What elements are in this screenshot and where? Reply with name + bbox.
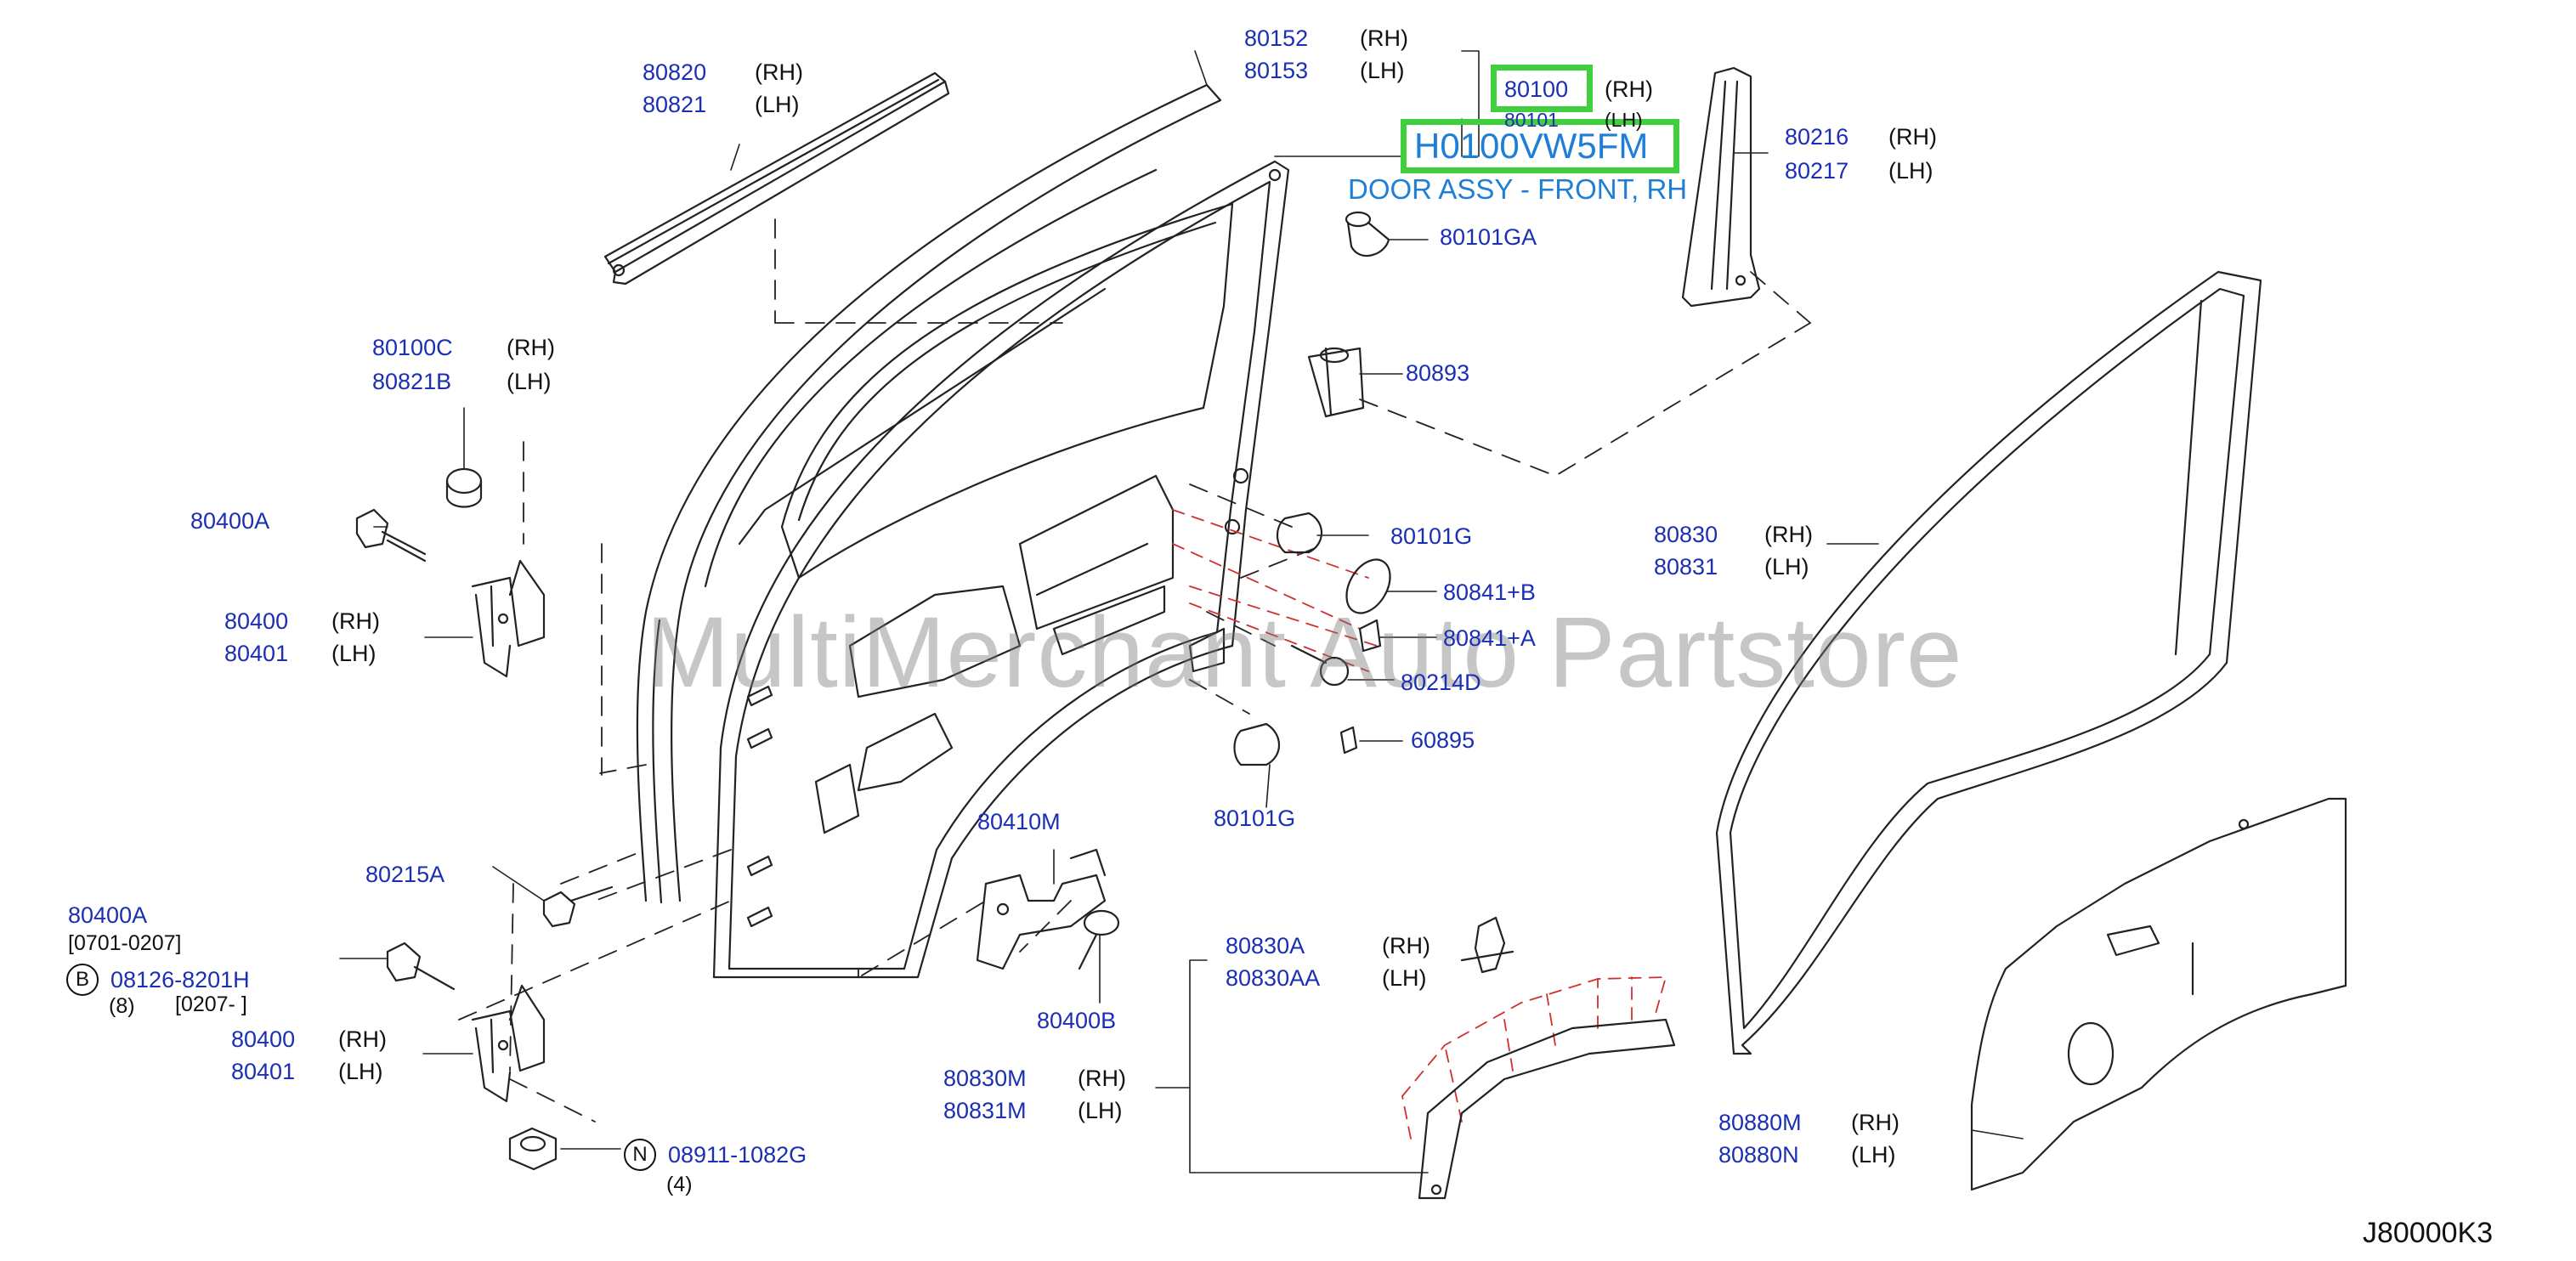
plug-80101G-a bbox=[1276, 512, 1322, 554]
part-80830A[interactable]: 80830A bbox=[1226, 933, 1305, 958]
part-80401-upper[interactable]: 80401 bbox=[224, 641, 289, 666]
part-80841A[interactable]: 80841+A bbox=[1443, 625, 1536, 651]
nut-08911 bbox=[508, 1127, 558, 1171]
door-trim-panel-part bbox=[1970, 797, 2347, 1191]
part-80831[interactable]: 80831 bbox=[1654, 554, 1718, 580]
part-80400B[interactable]: 80400B bbox=[1037, 1008, 1117, 1033]
part-80152[interactable]: 80152 bbox=[1244, 25, 1309, 51]
side-80400-lower: (RH) bbox=[338, 1026, 387, 1052]
check-link-part bbox=[976, 848, 1107, 970]
clip-80101GA-part bbox=[1345, 211, 1390, 257]
part-80880N[interactable]: 80880N bbox=[1718, 1142, 1799, 1168]
side-80831M: (LH) bbox=[1078, 1098, 1123, 1123]
side-80821: (LH) bbox=[755, 92, 800, 117]
side-80217: (LH) bbox=[1888, 158, 1933, 184]
part-80101G-b[interactable]: 80101G bbox=[1214, 806, 1296, 831]
side-80401-lower: (LH) bbox=[338, 1059, 383, 1084]
part-80214D[interactable]: 80214D bbox=[1401, 670, 1481, 695]
diagram-code: J80000K3 bbox=[2363, 1217, 2494, 1249]
bracket-80893-part bbox=[1307, 347, 1365, 418]
part-80101GA[interactable]: 80101GA bbox=[1440, 224, 1537, 250]
side-80216: (RH) bbox=[1888, 124, 1937, 150]
side-80100: (RH) bbox=[1605, 76, 1653, 102]
side-80830M: (RH) bbox=[1078, 1066, 1126, 1091]
side-80830AA: (LH) bbox=[1382, 965, 1427, 991]
part-80101[interactable]: 80101 bbox=[1504, 109, 1559, 131]
part-80830AA[interactable]: 80830AA bbox=[1226, 965, 1321, 991]
part-80216[interactable]: 80216 bbox=[1785, 124, 1849, 150]
part-80100[interactable]: 80100 bbox=[1504, 76, 1569, 102]
callout-N: N bbox=[624, 1139, 656, 1171]
part-80215A[interactable]: 80215A bbox=[365, 862, 445, 887]
side-80821B: (LH) bbox=[507, 369, 552, 394]
part-80400-upper[interactable]: 80400 bbox=[224, 608, 289, 634]
part-80400A-lower[interactable]: 80400A bbox=[68, 902, 148, 928]
side-80401-upper: (LH) bbox=[331, 641, 376, 666]
part-80100C[interactable]: 80100C bbox=[372, 335, 453, 360]
clip-60895 bbox=[1339, 726, 1358, 755]
part-80831M[interactable]: 80831M bbox=[943, 1098, 1027, 1123]
side-80880M: (RH) bbox=[1851, 1110, 1899, 1135]
hinge-upper-part bbox=[471, 559, 546, 678]
part-80821[interactable]: 80821 bbox=[643, 92, 707, 117]
screw-80214D bbox=[1290, 644, 1350, 687]
part-08911[interactable]: 08911-1082G bbox=[668, 1142, 807, 1168]
part-80820[interactable]: 80820 bbox=[643, 59, 707, 85]
part-80400A-upper[interactable]: 80400A bbox=[190, 508, 270, 534]
part-80821B[interactable]: 80821B bbox=[372, 369, 452, 394]
part-80101G-a[interactable]: 80101G bbox=[1390, 523, 1473, 549]
side-80101: (LH) bbox=[1605, 109, 1643, 131]
side-80820: (RH) bbox=[755, 59, 803, 85]
part-60895[interactable]: 60895 bbox=[1411, 727, 1475, 753]
bolt-80400B bbox=[1078, 909, 1120, 970]
bolt-80400A-upper bbox=[355, 508, 427, 563]
seal-80841A bbox=[1358, 619, 1382, 653]
part-80880M[interactable]: 80880M bbox=[1718, 1110, 1802, 1135]
side-80831: (LH) bbox=[1764, 554, 1809, 580]
side-80400-upper: (RH) bbox=[331, 608, 380, 634]
plug-80101G-b bbox=[1233, 722, 1280, 766]
side-80152: (RH) bbox=[1360, 25, 1408, 51]
highlight-box-part-code bbox=[1401, 119, 1679, 173]
qty-08126: (8) bbox=[109, 994, 135, 1018]
part-80830[interactable]: 80830 bbox=[1654, 522, 1718, 547]
side-80880N: (LH) bbox=[1851, 1142, 1896, 1168]
callout-B: B bbox=[66, 964, 99, 996]
part-80401-lower[interactable]: 80401 bbox=[231, 1059, 296, 1084]
qty-08911: (4) bbox=[666, 1173, 693, 1196]
part-80841B[interactable]: 80841+B bbox=[1443, 580, 1536, 605]
highlighted-part-code[interactable]: H0100VW5FM bbox=[1414, 126, 1649, 166]
window-run-upper-part bbox=[603, 71, 950, 286]
seal-80841B bbox=[1345, 558, 1391, 614]
part-80830M[interactable]: 80830M bbox=[943, 1066, 1027, 1091]
part-80893[interactable]: 80893 bbox=[1406, 360, 1470, 386]
part-80410M[interactable]: 80410M bbox=[977, 809, 1061, 834]
door-sash-part bbox=[1681, 66, 1761, 308]
range-08126: [0207- ] bbox=[175, 992, 247, 1016]
part-08126[interactable]: 08126-8201H bbox=[110, 967, 250, 992]
clip-80830A bbox=[1460, 916, 1514, 974]
range-80400A: [0701-0207] bbox=[68, 931, 182, 955]
side-80100C: (RH) bbox=[507, 335, 555, 360]
side-80830: (RH) bbox=[1764, 522, 1813, 547]
highlighted-part-description: DOOR ASSY - FRONT, RH bbox=[1348, 173, 1688, 205]
watermark-text: MultiMerchant Auto Partstore bbox=[646, 597, 1963, 709]
hinge-lower-part bbox=[471, 984, 546, 1103]
part-80400-lower[interactable]: 80400 bbox=[231, 1026, 296, 1052]
door-inner-panel bbox=[712, 160, 1290, 979]
arch-trim-part bbox=[1418, 1018, 1676, 1200]
side-80153: (LH) bbox=[1360, 58, 1405, 83]
part-80153[interactable]: 80153 bbox=[1244, 58, 1309, 83]
bolt-80215A bbox=[542, 885, 614, 928]
highlight-box-part-number bbox=[1491, 65, 1593, 112]
nut-80100C bbox=[445, 467, 483, 508]
side-80830A: (RH) bbox=[1382, 933, 1430, 958]
part-80217[interactable]: 80217 bbox=[1785, 158, 1849, 184]
door-outer-panel bbox=[636, 83, 1222, 904]
weatherstrip-part bbox=[1715, 270, 2262, 1055]
bolt-80400A-lower bbox=[386, 942, 456, 991]
